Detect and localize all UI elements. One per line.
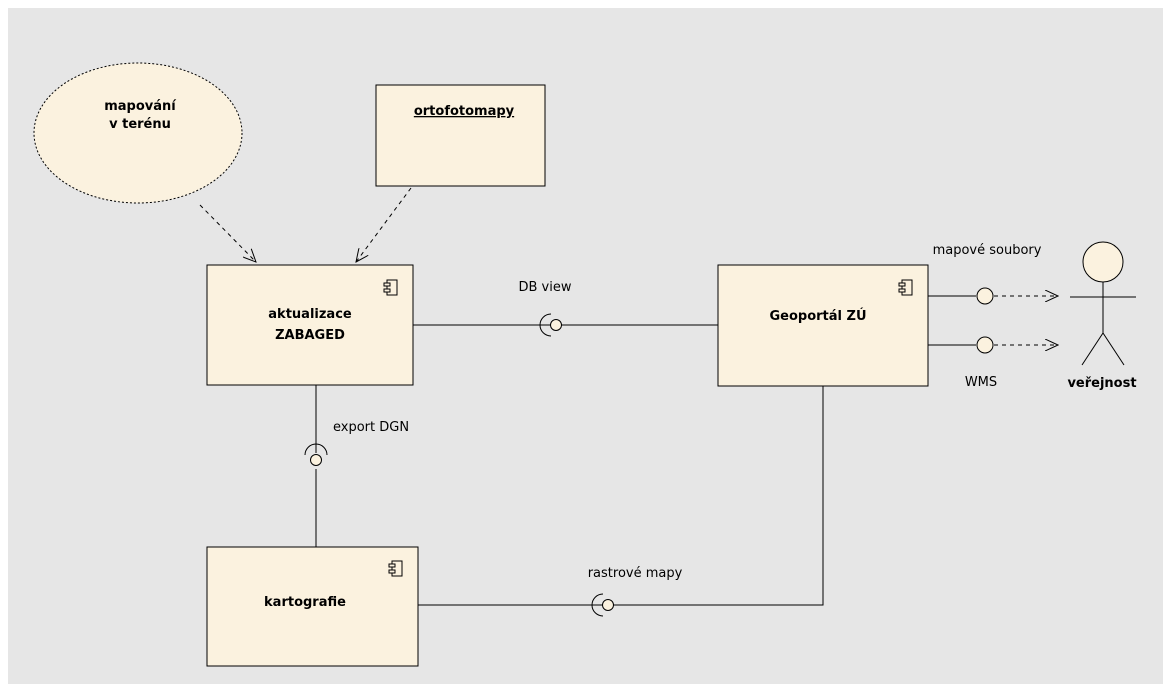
ortofotomapy-label: ortofotomapy xyxy=(414,104,515,119)
uml-component-icon xyxy=(383,279,398,296)
label-db-view: DB view xyxy=(519,280,572,295)
connector-rastr-geoportal xyxy=(613,386,824,606)
label-wms: WMS xyxy=(965,375,997,390)
uml-component-icon xyxy=(898,279,913,296)
label-mapove-soubory: mapové soubory xyxy=(933,243,1042,258)
interface-export-dgn xyxy=(304,443,328,466)
object-ortofotomapy xyxy=(375,84,546,187)
interface-wms xyxy=(976,336,994,354)
geoportal-label: Geoportál ZÚ xyxy=(769,308,866,324)
component-kartografie xyxy=(206,546,419,667)
component-geoportal xyxy=(717,264,929,387)
interface-db-view xyxy=(539,313,562,337)
mapovani-line2: v terénu xyxy=(109,117,171,132)
actor-label: veřejnost xyxy=(1067,376,1136,391)
interface-mapove-soubory xyxy=(976,287,994,305)
actor-verejnost xyxy=(1070,241,1136,366)
dependency-mapovani-aktualizace xyxy=(199,204,256,262)
aktualizace-line1: aktualizace xyxy=(268,307,352,322)
aktualizace-line2: ZABAGED xyxy=(275,328,345,343)
component-aktualizace xyxy=(206,264,414,386)
dependency-ortofoto-aktualizace xyxy=(356,187,412,262)
interface-rastrove-mapy xyxy=(591,593,614,617)
kartografie-label: kartografie xyxy=(264,595,346,610)
label-rastrove-mapy: rastrové mapy xyxy=(588,566,683,581)
label-export-dgn: export DGN xyxy=(333,420,409,435)
mapovani-line1: mapování xyxy=(104,99,177,114)
external-mapovani xyxy=(33,62,243,204)
uml-component-icon xyxy=(388,560,403,577)
